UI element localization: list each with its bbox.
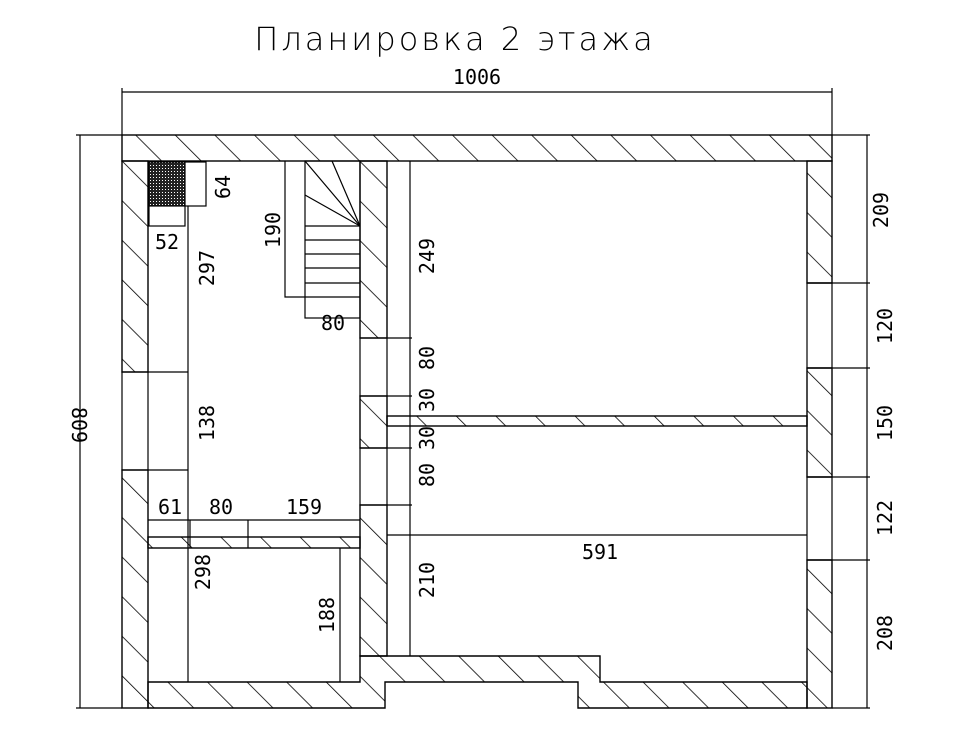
dim-122: 122	[873, 500, 897, 536]
wall-right-3	[806, 559, 833, 709]
dim-80-b: 80	[415, 463, 439, 487]
wall-bottom	[147, 655, 808, 709]
wall-left-lower	[121, 469, 149, 709]
dim-159: 159	[286, 495, 322, 519]
wall-right-1	[806, 160, 833, 284]
dim-80-a: 80	[415, 346, 439, 370]
chimney	[148, 161, 186, 207]
plan-title: Планировка 2 этажа	[254, 20, 655, 58]
exterior-walls	[121, 134, 833, 709]
dim-30-b: 30	[415, 426, 439, 450]
window-right-1	[806, 282, 833, 369]
dim-188: 188	[315, 597, 339, 633]
dim-249: 249	[415, 238, 439, 274]
dim-209: 209	[869, 192, 893, 228]
dim-208: 208	[873, 615, 897, 651]
dim-61: 61	[158, 495, 182, 519]
dimension-overall-height: 809	[67, 134, 122, 709]
dim-138: 138	[195, 405, 219, 441]
dim-30-a: 30	[415, 388, 439, 412]
dim-80-c: 80	[209, 495, 233, 519]
dim-809: 809	[67, 407, 91, 443]
wall-left-upper	[121, 160, 149, 373]
wall-top	[121, 134, 833, 162]
dimension-overall-width: 1006	[121, 65, 833, 135]
dim-64: 64	[211, 175, 235, 199]
dim-150: 150	[873, 405, 897, 441]
dim-210: 210	[415, 562, 439, 598]
dim-297: 297	[195, 250, 219, 286]
wall-right-2	[806, 367, 833, 478]
dim-591: 591	[582, 540, 618, 564]
window-left	[121, 371, 149, 471]
partition-right	[386, 415, 808, 427]
dim-298: 298	[191, 554, 215, 590]
dim-190: 190	[261, 212, 285, 248]
dim-80-stair: 80	[321, 311, 345, 335]
dim-1006: 1006	[453, 65, 501, 89]
interior-wall-middle	[359, 160, 412, 657]
dim-52: 52	[155, 230, 179, 254]
staircase: 190 80	[261, 160, 361, 335]
dim-120: 120	[873, 308, 897, 344]
window-right-2	[806, 476, 833, 561]
partition-lower-left	[147, 536, 361, 549]
